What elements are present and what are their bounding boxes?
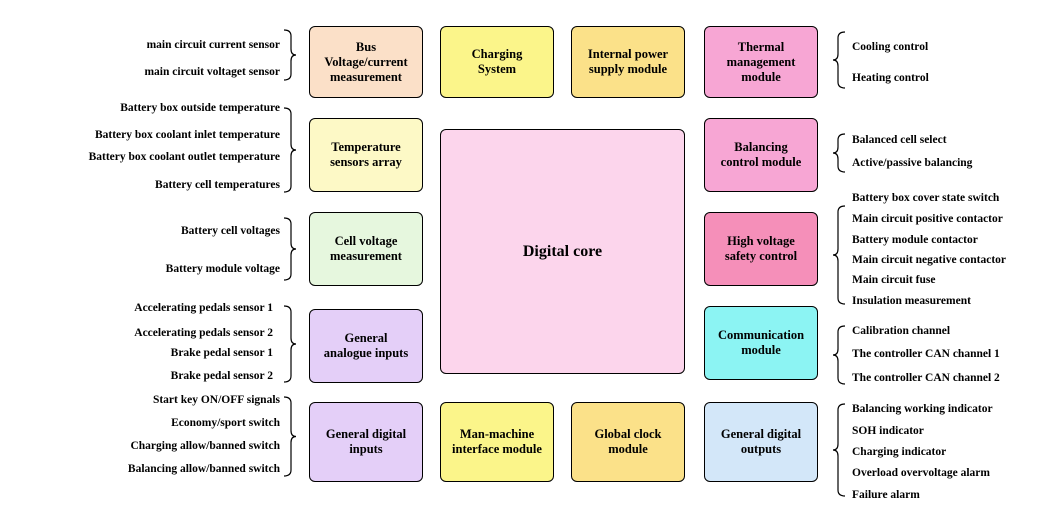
block-label: High voltage safety control <box>724 234 798 263</box>
general-digital-outputs-block: General digital outputs <box>704 402 818 482</box>
block-label: Global clock module <box>594 427 662 456</box>
label-digital-outputs-3: Overload overvoltage alarm <box>852 467 990 479</box>
label-digital-inputs-1: Economy/sport switch <box>171 417 280 429</box>
label-temperature-3: Battery cell temperatures <box>155 179 280 191</box>
block-label: Cell voltage measurement <box>330 234 402 263</box>
label-high-voltage-2: Battery module contactor <box>852 234 978 246</box>
label-digital-inputs-3: Balancing allow/banned switch <box>127 463 280 475</box>
block-label: General analogue inputs <box>323 331 409 360</box>
block-label: Communication module <box>717 328 805 357</box>
label-temperature-1: Battery box coolant inlet temperature <box>94 129 280 141</box>
label-balancing-0: Balanced cell select <box>852 134 947 146</box>
high-voltage-safety-block: High voltage safety control <box>704 212 818 286</box>
label-analogue-3: Brake pedal sensor 2 <box>170 370 273 382</box>
charging-system-block: Charging System <box>440 26 554 98</box>
general-digital-inputs-block: General digital inputs <box>309 402 423 482</box>
label-high-voltage-0: Battery box cover state switch <box>852 192 1000 204</box>
label-balancing-1: Active/passive balancing <box>852 157 973 169</box>
brace-temperature <box>283 107 297 193</box>
global-clock-block: Global clock module <box>571 402 685 482</box>
digital-core-block: Digital core <box>440 129 685 374</box>
thermal-management-block: Thermal management module <box>704 26 818 98</box>
brace-high-voltage <box>832 205 846 305</box>
brace-digital-inputs <box>283 396 297 477</box>
label-thermal-1: Heating control <box>852 72 929 84</box>
label-digital-outputs-0: Balancing working indicator <box>852 403 993 415</box>
label-bus-1: main circuit voltaget sensor <box>144 66 280 78</box>
block-label: Thermal management module <box>726 39 796 84</box>
label-thermal-0: Cooling control <box>852 41 929 53</box>
label-communication-0: Calibration channel <box>852 325 951 337</box>
label-analogue-0: Accelerating pedals sensor 1 <box>134 302 273 314</box>
label-digital-outputs-1: SOH indicator <box>852 425 924 437</box>
general-analogue-inputs-block: General analogue inputs <box>309 309 423 383</box>
brace-cell-voltage <box>283 217 297 281</box>
label-digital-outputs-4: Failure alarm <box>852 489 920 501</box>
label-high-voltage-3: Main circuit negative contactor <box>852 254 1007 266</box>
label-digital-inputs-2: Charging allow/banned switch <box>130 440 280 452</box>
block-label: General digital inputs <box>325 427 407 456</box>
label-communication-1: The controller CAN channel 1 <box>852 348 1000 360</box>
label-analogue-2: Brake pedal sensor 1 <box>170 347 273 359</box>
brace-communication <box>832 325 846 385</box>
label-cell-voltage-0: Battery cell voltages <box>181 225 280 237</box>
label-high-voltage-1: Main circuit positive contactor <box>852 213 1003 225</box>
label-communication-2: The controller CAN channel 2 <box>852 372 1000 384</box>
label-temperature-0: Battery box outside temperature <box>120 102 280 114</box>
block-label: Bus Voltage/current measurement <box>324 39 408 84</box>
label-digital-outputs-2: Charging indicator <box>852 446 947 458</box>
internal-power-supply-block: Internal power supply module <box>571 26 685 98</box>
bus-voltage-current-measurement-block: Bus Voltage/current measurement <box>309 26 423 98</box>
core-label: Digital core <box>522 243 603 260</box>
communication-module-block: Communication module <box>704 306 818 380</box>
block-label: Balancing control module <box>720 140 802 169</box>
label-cell-voltage-1: Battery module voltage <box>165 263 280 275</box>
label-temperature-2: Battery box coolant outlet temperature <box>88 151 280 163</box>
block-label: Charging System <box>471 47 523 76</box>
brace-bus <box>283 29 297 81</box>
block-label: General digital outputs <box>720 427 802 456</box>
temperature-sensors-block: Temperature sensors array <box>309 118 423 192</box>
brace-thermal <box>832 31 846 89</box>
label-analogue-1: Accelerating pedals sensor 2 <box>134 327 273 339</box>
man-machine-interface-block: Man-machine interface module <box>440 402 554 482</box>
label-bus-0: main circuit current sensor <box>146 39 280 51</box>
label-high-voltage-4: Main circuit fuse <box>852 274 936 286</box>
block-label: Temperature sensors array <box>330 140 402 169</box>
label-high-voltage-5: Insulation measurement <box>852 295 971 307</box>
brace-balancing <box>832 133 846 173</box>
brace-digital-outputs <box>832 403 846 497</box>
label-digital-inputs-0: Start key ON/OFF signals <box>152 394 280 406</box>
block-label: Internal power supply module <box>587 47 669 76</box>
brace-analogue <box>283 305 297 383</box>
cell-voltage-measurement-block: Cell voltage measurement <box>309 212 423 286</box>
block-label: Man-machine interface module <box>452 427 542 456</box>
balancing-control-block: Balancing control module <box>704 118 818 192</box>
